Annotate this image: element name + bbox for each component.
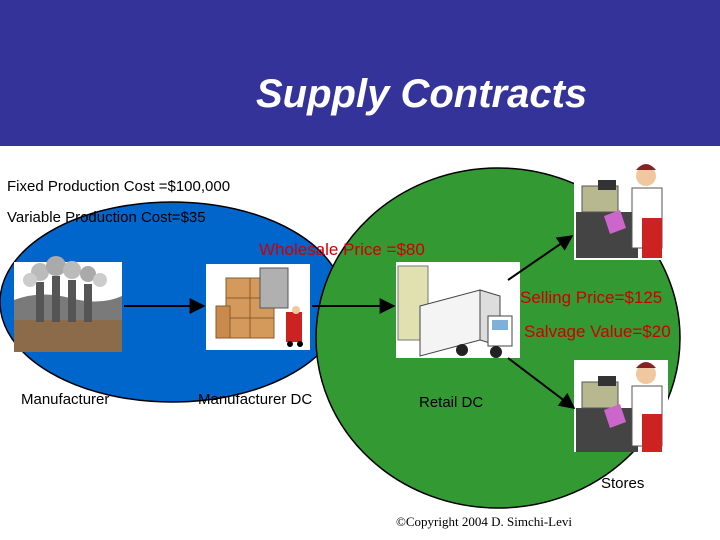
factory-icon xyxy=(14,256,122,352)
page-title: Supply Contracts xyxy=(256,72,588,116)
cashier-icon xyxy=(574,160,668,260)
title-banner xyxy=(0,0,720,146)
retail-dc-label: Retail DC xyxy=(419,394,484,411)
wholesale-price-label: Wholesale Price =$80 xyxy=(259,240,425,259)
stores-label: Stores xyxy=(601,475,645,492)
arrow-retail-to-store-bottom xyxy=(507,357,576,409)
copyright-footer: ©Copyright 2004 D. Simchi-Levi xyxy=(396,514,572,529)
truck-icon xyxy=(396,262,520,358)
salvage-value-label: Salvage Value=$20 xyxy=(524,322,671,341)
warehouse-icon xyxy=(206,264,310,350)
arrow-retail-to-store-top xyxy=(507,235,574,281)
manufacturer-dc-label: Manufacturer DC xyxy=(198,391,313,408)
variable-cost-label: Variable Production Cost=$35 xyxy=(7,209,206,226)
cashier-icon xyxy=(574,360,668,452)
selling-price-label: Selling Price=$125 xyxy=(520,288,663,307)
fixed-cost-label: Fixed Production Cost =$100,000 xyxy=(7,178,231,195)
manufacturer-label: Manufacturer xyxy=(21,391,110,408)
